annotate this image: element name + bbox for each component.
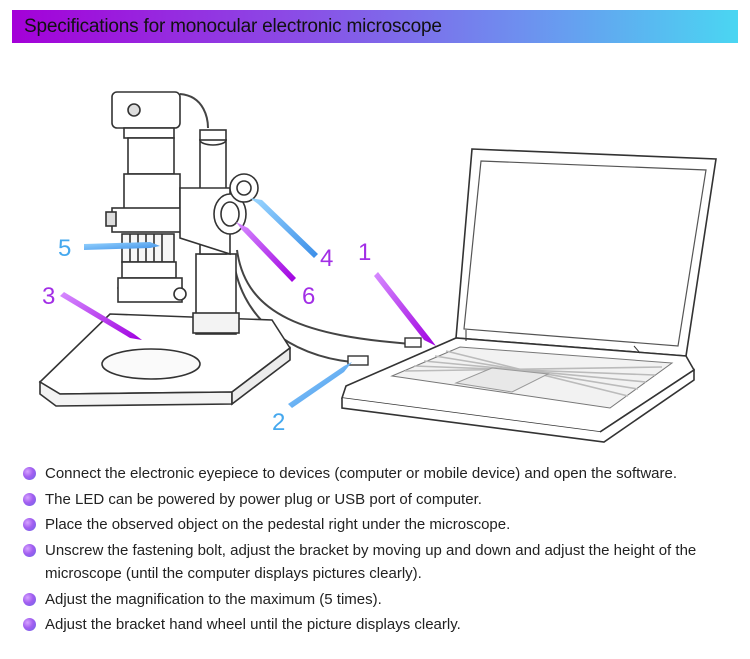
laptop-screen (463, 160, 707, 347)
list-item: Adjust the magnification to the maximum … (20, 588, 740, 612)
microscope-laptop-illustration: 1 2 3 4 5 6 (38, 91, 717, 443)
bullet-icon (23, 592, 36, 606)
list-item: Place the observed object on the pedesta… (20, 513, 740, 537)
bullet-icon (23, 467, 36, 480)
callout-2: 2 (272, 409, 285, 436)
list-item-text: The LED can be powered by power plug or … (45, 490, 482, 508)
callout-arrows (60, 198, 436, 408)
laptop-touchpad (454, 367, 550, 393)
laptop (340, 148, 717, 443)
arrow-3 (60, 292, 142, 340)
page-title: Specifications for monocular electronic … (24, 16, 442, 37)
list-item: Unscrew the fastening bolt, adjust the b… (20, 539, 740, 586)
arrow-2 (288, 362, 352, 408)
callout-6: 6 (302, 283, 315, 310)
callout-3: 3 (42, 283, 55, 310)
list-item-text: Unscrew the fastening bolt, adjust the b… (45, 541, 697, 583)
arrow-5 (84, 242, 160, 250)
list-item-text: Adjust the bracket hand wheel until the … (45, 616, 461, 633)
camera-port-icon (127, 103, 141, 117)
bullet-icon (23, 492, 36, 506)
list-item: The LED can be powered by power plug or … (20, 488, 740, 512)
list-item-text: Place the observed object on the pedesta… (45, 516, 511, 533)
callout-4: 4 (320, 245, 333, 272)
list-item: Connect the electronic eyepiece to devic… (20, 462, 740, 486)
focus-knobs (213, 173, 259, 235)
arrow-4 (250, 198, 318, 258)
pedestal-stage (101, 348, 201, 380)
callout-1: 1 (358, 239, 371, 266)
bullet-icon (23, 618, 36, 631)
bullet-icon (23, 518, 36, 531)
instruction-list: Connect the electronic eyepiece to devic… (20, 462, 740, 639)
list-item-text: Adjust the magnification to the maximum … (45, 590, 382, 608)
microscope-base (38, 313, 292, 407)
arrow-1 (374, 272, 436, 346)
arrow-6 (236, 222, 296, 282)
list-item: Adjust the bracket hand wheel until the … (20, 613, 740, 637)
list-item-text: Connect the electronic eyepiece to devic… (45, 465, 678, 482)
callout-5: 5 (58, 235, 71, 262)
bullet-icon (23, 543, 36, 557)
callout-labels: 1 2 3 4 5 6 (42, 235, 371, 436)
header-banner: Specifications for monocular electronic … (12, 10, 738, 43)
